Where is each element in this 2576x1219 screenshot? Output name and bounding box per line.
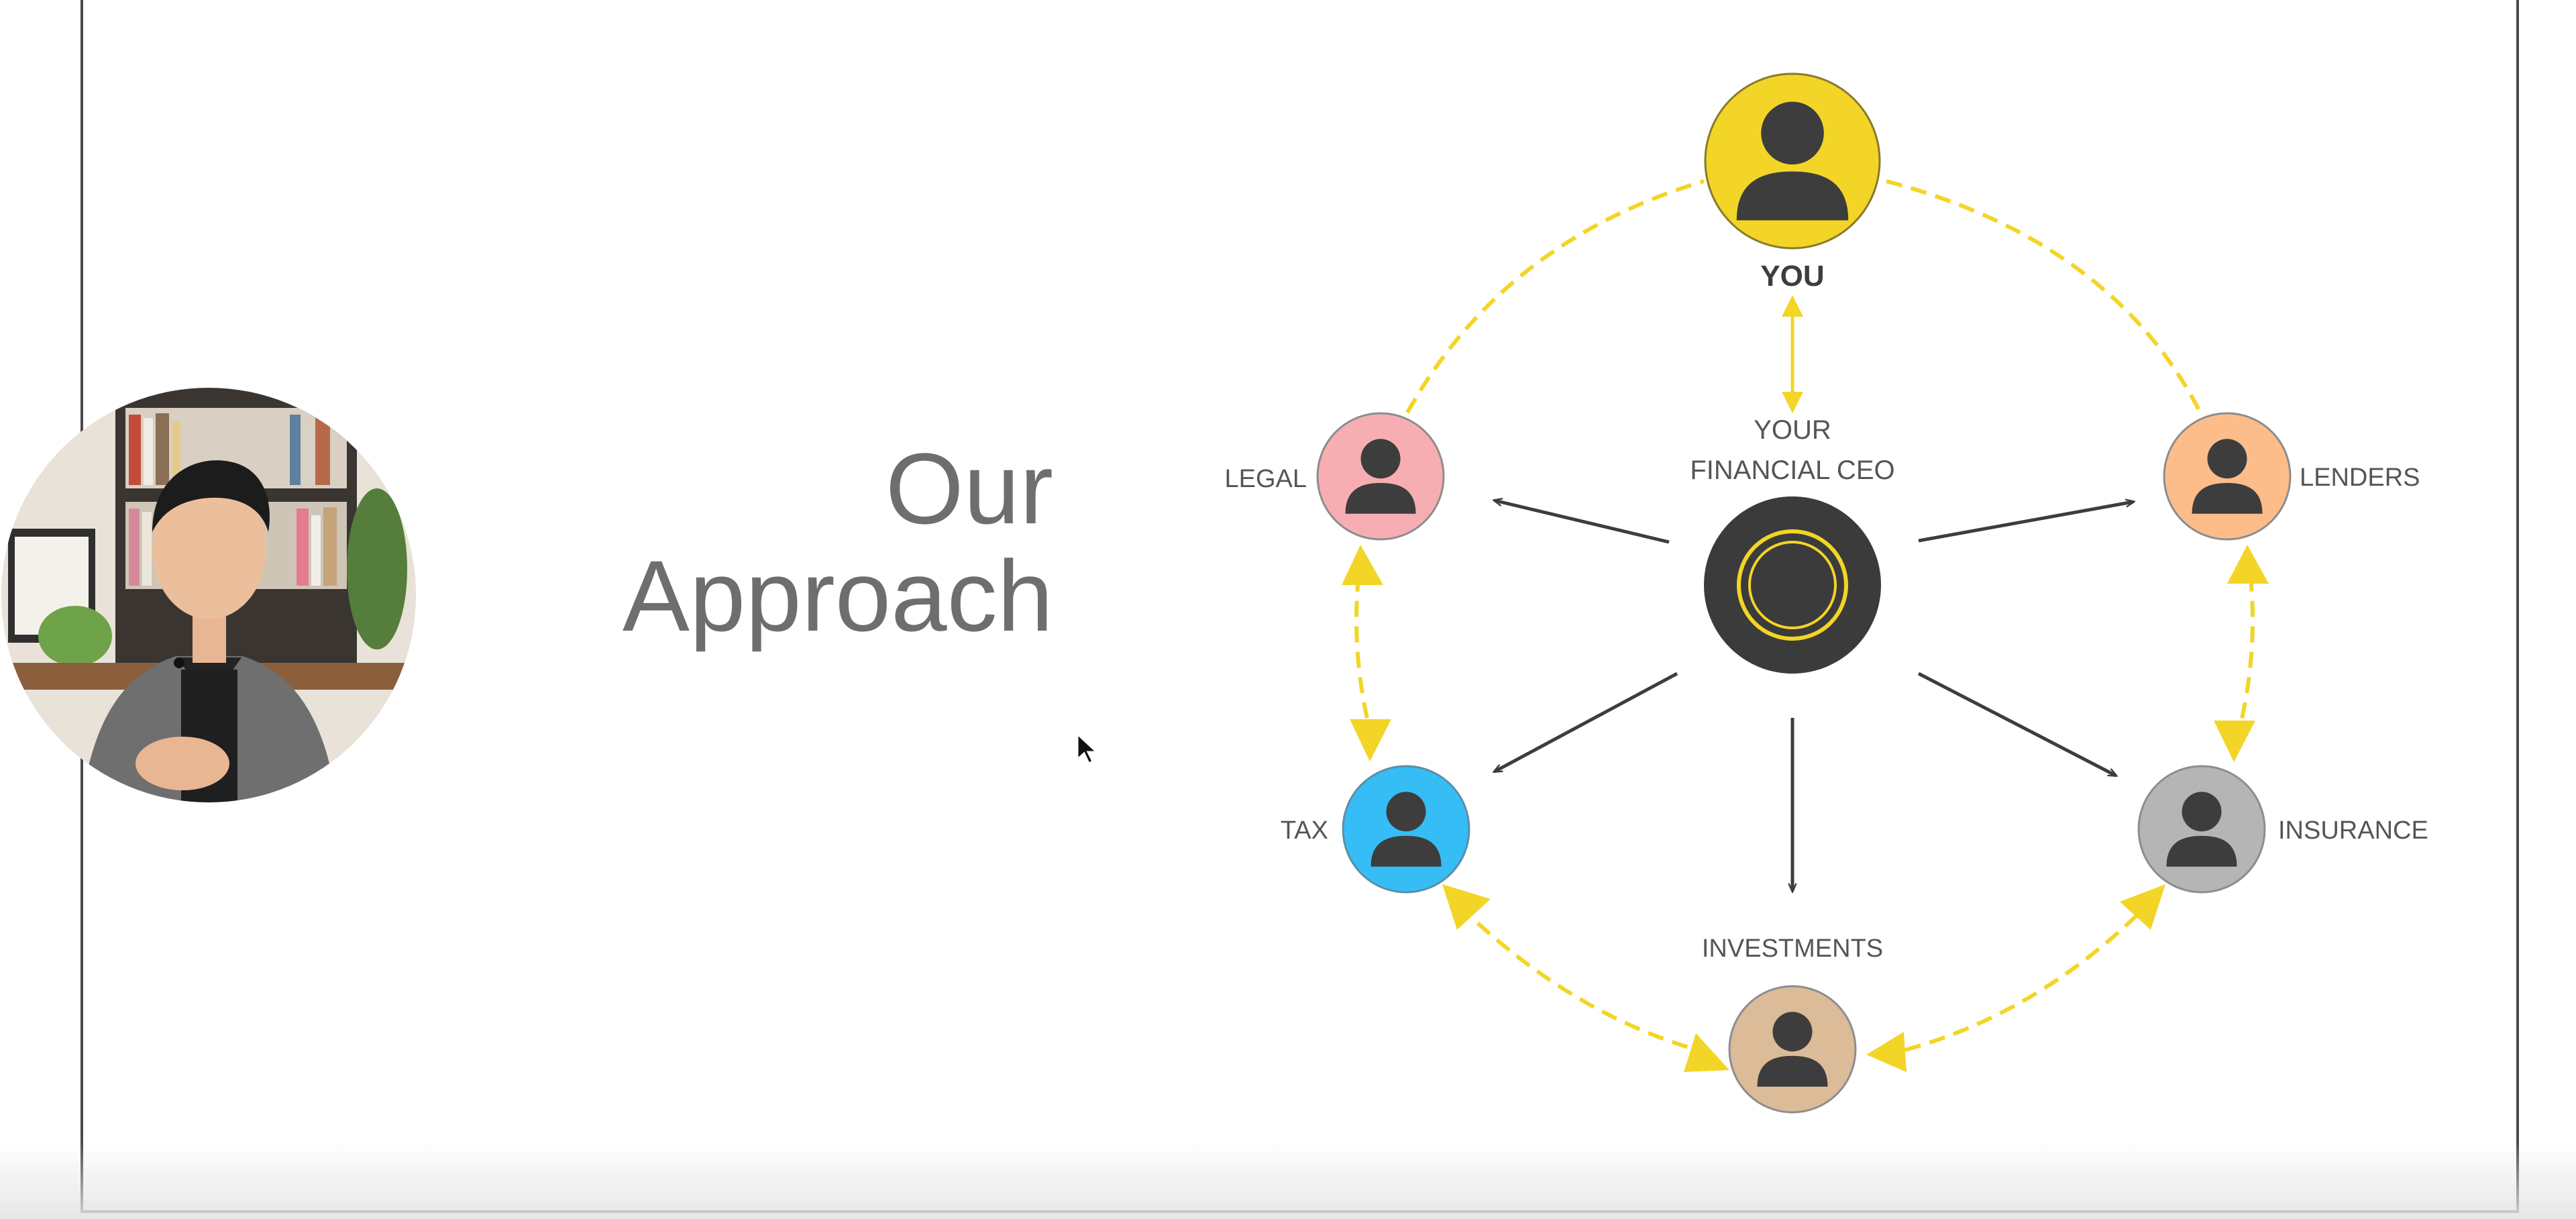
node-financial-ceo	[1704, 496, 1881, 674]
presenter-webcam	[1, 388, 416, 802]
ceo-label-line-1: YOUR	[1754, 415, 1831, 445]
insurance-label: INSURANCE	[2278, 816, 2428, 845]
node-legal: LEGAL	[1224, 412, 1445, 541]
slide-title-line-2: Approach	[622, 539, 1053, 652]
arrow-to-lenders	[1918, 502, 2133, 543]
ceo-ring-outer	[1737, 529, 1848, 641]
arrowhead-investments-left	[1684, 1033, 1729, 1072]
slide-title-line-1: Our	[885, 432, 1053, 545]
tax-label: TAX	[1281, 816, 1328, 845]
ring-you-lenders	[1886, 179, 2202, 414]
ceo-ring-inner	[1748, 541, 1837, 629]
ceo-circle	[1704, 496, 1881, 674]
node-lenders: LENDERS	[2163, 412, 2420, 541]
you-label: YOU	[1760, 260, 1824, 293]
ring-lenders-insurance	[2239, 549, 2255, 725]
arrowhead-legal-up	[1342, 545, 1383, 585]
connection-ring	[1354, 179, 2255, 1052]
legal-label: LEGAL	[1224, 465, 1307, 493]
ring-investments-insurance	[1904, 904, 2149, 1052]
you-ceo-link	[1782, 295, 1803, 413]
node-you: YOU	[1704, 72, 1881, 293]
slide-frame-right	[2516, 0, 2519, 1213]
arrowhead-lenders-up	[2227, 545, 2269, 584]
arrowhead-insurance-lower	[2120, 884, 2165, 930]
arrow-to-legal	[1495, 500, 1670, 544]
ceo-delegation-arrows	[1495, 500, 2133, 891]
mouse-cursor-icon	[1076, 733, 1099, 765]
ring-arrowheads	[1342, 545, 2269, 1072]
ring-legal-tax	[1354, 549, 1371, 725]
investments-label: INVESTMENTS	[1702, 935, 1883, 963]
node-investments: INVESTMENTS	[1702, 935, 1883, 1114]
arrowhead-tax-lower	[1442, 884, 1491, 930]
arrowhead-insurance-down	[2214, 721, 2255, 762]
lenders-label: LENDERS	[2300, 464, 2420, 492]
arrowhead-tax-down	[1350, 719, 1391, 761]
arrow-to-insurance	[1917, 672, 2116, 778]
bottom-shadow	[0, 1141, 2576, 1219]
ring-legal-you	[1405, 179, 1705, 414]
arrow-to-tax	[1495, 672, 1678, 774]
node-tax: TAX	[1281, 765, 1470, 894]
node-insurance: INSURANCE	[2137, 765, 2428, 894]
presenter-video-frame	[1, 388, 416, 802]
arrowhead-investments-right	[1866, 1032, 1907, 1072]
ceo-label-line-2: FINANCIAL CEO	[1690, 456, 1894, 485]
slide-title: Our Approach	[537, 435, 1053, 649]
ring-tax-investments	[1457, 904, 1698, 1052]
